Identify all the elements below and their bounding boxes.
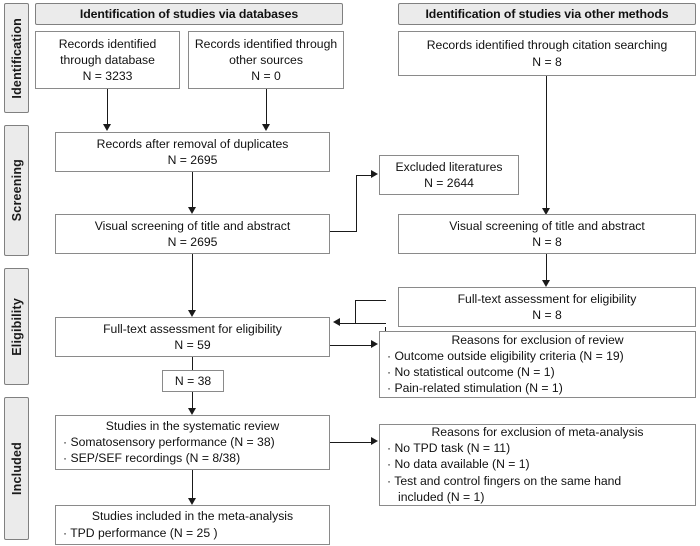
records-database-line2: through database xyxy=(60,52,155,67)
reasons-meta-bullet-1: · No TPD task (N = 11) xyxy=(387,441,511,456)
arrowhead-systematic-to-meta-analysis xyxy=(188,498,196,505)
arrowhead-other-sources-to-duplicates xyxy=(262,124,270,131)
excluded-literatures-count: N = 2644 xyxy=(424,176,474,190)
fulltext-right-count: N = 8 xyxy=(532,308,562,322)
arrowhead-fulltext-right-to-left xyxy=(333,318,340,326)
duplicates-removed-line1: Records after removal of duplicates xyxy=(96,136,289,151)
reasons-review-title: Reasons for exclusion of review xyxy=(451,332,624,347)
reasons-meta-bullet-2: · No data available (N = 1) xyxy=(387,457,530,472)
arrowhead-merge-to-systematic-review xyxy=(188,408,196,415)
arrowhead-fulltext-left-to-reasons-review xyxy=(371,340,378,348)
box-studies-meta-analysis: Studies included in the meta-analysis · … xyxy=(55,505,330,545)
box-fulltext-assessment-left: Full-text assessment for eligibility N =… xyxy=(55,317,330,357)
connector-citation-to-visual-screening-right xyxy=(546,76,548,209)
records-other-sources-line2: other sources xyxy=(229,52,303,67)
records-citation-count: N = 8 xyxy=(532,54,562,69)
stage-label-included-text: Included xyxy=(9,442,24,495)
visual-screening-right-line1: Visual screening of title and abstract xyxy=(449,218,645,233)
merge-count-value: N = 38 xyxy=(174,373,212,388)
records-database-line1: Records identified xyxy=(58,36,157,51)
visual-screening-left-count: N = 2695 xyxy=(167,235,218,249)
box-reasons-exclusion-review: Reasons for exclusion of review · Outcom… xyxy=(379,331,696,398)
connector-fulltext-right-to-left-h1 xyxy=(355,300,386,302)
fulltext-left-line1: Full-text assessment for eligibility xyxy=(103,321,282,336)
reasons-meta-bullet-3: · Test and control fingers on the same h… xyxy=(387,473,622,488)
connector-screening-left-to-fulltext-left xyxy=(192,254,194,311)
connector-fulltext-right-to-left-v2 xyxy=(355,300,357,324)
stage-label-identification-text: Identification xyxy=(9,17,24,99)
connector-other-sources-to-duplicates xyxy=(266,89,268,125)
arrowhead-citation-to-visual-screening-right xyxy=(542,208,550,215)
arrowhead-screening-right-to-fulltext-right xyxy=(542,280,550,287)
connector-screening-to-excluded-h1 xyxy=(330,231,357,233)
connector-screening-to-excluded-v xyxy=(356,175,358,232)
connector-duplicates-to-visual-screening-left xyxy=(192,172,194,208)
connector-screening-to-excluded-h2 xyxy=(356,175,372,177)
stage-label-screening-text: Screening xyxy=(9,159,24,222)
excluded-literatures-line1: Excluded literatures xyxy=(395,159,503,174)
connector-systematic-to-meta-analysis xyxy=(192,470,194,499)
stage-label-identification: Identification xyxy=(4,3,29,113)
box-visual-screening-right: Visual screening of title and abstract N… xyxy=(398,214,696,254)
arrowhead-systematic-to-reasons-meta xyxy=(371,437,378,445)
connector-systematic-to-reasons-meta xyxy=(330,442,372,444)
box-studies-systematic-review: Studies in the systematic review · Somat… xyxy=(55,415,330,470)
reasons-review-bullet-3: · Pain-related stimulation (N = 1) xyxy=(387,381,563,396)
stage-label-eligibility: Eligibility xyxy=(4,268,29,385)
records-other-sources-line1: Records identified through xyxy=(194,36,338,51)
connector-fulltext-right-to-left-h2 xyxy=(340,323,386,325)
box-duplicates-removed: Records after removal of duplicates N = … xyxy=(55,132,330,172)
box-records-other-sources: Records identified through other sources… xyxy=(188,31,344,89)
reasons-review-bullet-1: · Outcome outside eligibility criteria (… xyxy=(387,348,624,363)
reasons-meta-bullet-3-continuation: included (N = 1) xyxy=(398,489,485,504)
arrowhead-duplicates-to-visual-screening-left xyxy=(188,207,196,214)
duplicates-removed-count: N = 2695 xyxy=(167,153,218,167)
fulltext-right-line1: Full-text assessment for eligibility xyxy=(457,291,637,306)
arrowhead-database-to-duplicates xyxy=(103,124,111,131)
visual-screening-left-line1: Visual screening of title and abstract xyxy=(94,218,291,233)
reasons-review-bullet-2: · No statistical outcome (N = 1) xyxy=(387,365,555,379)
systematic-review-bullet-1: · Somatosensory performance (N = 38) xyxy=(63,434,275,449)
records-citation-line1: Records identified through citation sear… xyxy=(426,38,668,53)
reasons-meta-title: Reasons for exclusion of meta-analysis xyxy=(431,425,644,440)
box-visual-screening-left: Visual screening of title and abstract N… xyxy=(55,214,330,254)
connector-fulltext-left-to-merge xyxy=(192,357,194,370)
stage-label-screening: Screening xyxy=(4,125,29,256)
box-fulltext-assessment-right: Full-text assessment for eligibility N =… xyxy=(398,287,696,327)
box-records-database: Records identified through database N = … xyxy=(35,31,180,89)
records-database-count: N = 3233 xyxy=(82,69,133,84)
arrowhead-screening-to-excluded xyxy=(371,170,378,178)
box-reasons-exclusion-meta-analysis: Reasons for exclusion of meta-analysis ·… xyxy=(379,424,696,506)
records-other-sources-count: N = 0 xyxy=(251,69,281,84)
box-merge-count: N = 38 xyxy=(162,370,224,392)
box-records-citation-searching: Records identified through citation sear… xyxy=(398,31,696,76)
header-databases: Identification of studies via databases xyxy=(35,3,343,25)
header-other-methods: Identification of studies via other meth… xyxy=(398,3,696,25)
connector-merge-to-systematic-review xyxy=(192,392,194,409)
visual-screening-right-count: N = 8 xyxy=(532,235,562,249)
stage-label-eligibility-text: Eligibility xyxy=(9,297,24,356)
meta-analysis-title: Studies included in the meta-analysis xyxy=(91,509,294,524)
box-excluded-literatures: Excluded literatures N = 2644 xyxy=(379,155,519,195)
systematic-review-bullet-2: · SEP/SEF recordings (N = 8/38) xyxy=(63,451,241,466)
arrowhead-screening-left-to-fulltext-left xyxy=(188,310,196,317)
connector-fulltext-left-to-reasons-review xyxy=(330,345,372,347)
connector-screening-right-to-fulltext-right xyxy=(546,254,548,281)
stage-label-included: Included xyxy=(4,397,29,540)
fulltext-left-count: N = 59 xyxy=(174,338,211,352)
meta-analysis-bullet-1: · TPD performance (N = 25 ) xyxy=(63,525,218,540)
systematic-review-title: Studies in the systematic review xyxy=(105,418,280,433)
connector-database-to-duplicates xyxy=(107,89,109,125)
